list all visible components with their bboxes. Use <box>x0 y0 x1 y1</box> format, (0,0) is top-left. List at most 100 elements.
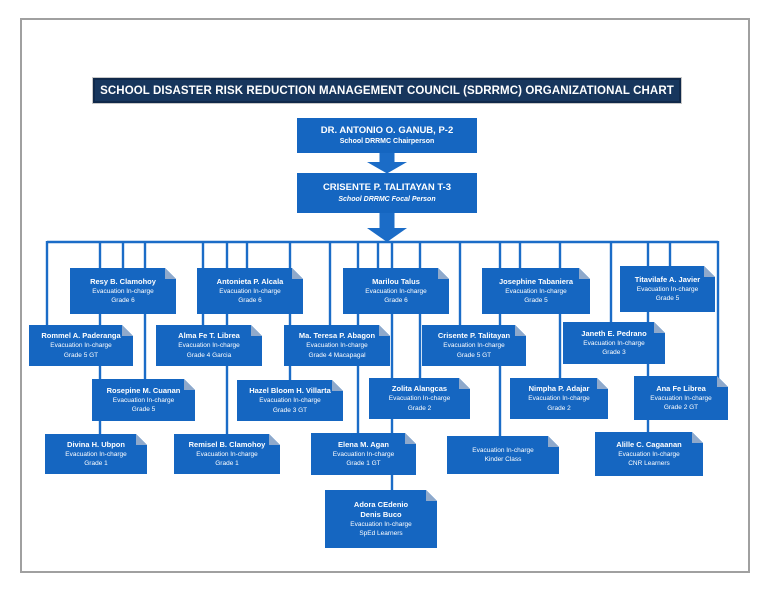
person-name: Nimpha P. Adajar <box>528 384 590 394</box>
down-arrow-icon <box>367 213 407 242</box>
role-label: Evacuation In-charge <box>259 397 321 405</box>
assignment-label: SpEd Learners <box>359 530 403 538</box>
folded-corner-icon <box>704 266 715 277</box>
person-name: Resy B. Clamohoy <box>90 276 156 286</box>
assignment-label: Grade 3 GT <box>272 406 308 414</box>
role-label: Evacuation In-charge <box>528 395 590 403</box>
assignment-label: Grade 5 <box>524 297 548 305</box>
person-name: Janeth E. Pedrano <box>581 328 647 338</box>
person-name: Zolita Alangcas <box>391 384 448 394</box>
assignment-label: Grade 6 <box>111 297 135 305</box>
role-label: Evacuation In-charge <box>618 450 680 458</box>
person-name: Hazel Bloom H. Villarta <box>249 386 331 396</box>
chart-title: SCHOOL DISASTER RISK REDUCTION MANAGEMEN… <box>92 77 682 104</box>
folded-corner-icon <box>184 379 195 390</box>
chairperson-name: DR. ANTONIO O. GANUB, P-2 <box>320 124 454 136</box>
folded-corner-icon <box>292 268 303 279</box>
role-label: Evacuation In-charge <box>650 394 712 402</box>
person-name: Rosepine M. Cuanan <box>106 385 181 395</box>
person-name: Adora CEdenio Denis Buco <box>353 499 409 519</box>
person-name: Josephine Tabaniera <box>498 276 574 286</box>
folded-corner-icon <box>548 436 559 447</box>
person-name: Alille C. Cagaanan <box>616 439 682 449</box>
assignment-label: Grade 2 <box>407 404 432 412</box>
folded-corner-icon <box>426 490 437 501</box>
role-label: Evacuation In-charge <box>365 287 427 295</box>
person-name: Antonieta P. Alcala <box>216 276 284 286</box>
role-label: Evacuation In-charge <box>219 287 281 295</box>
role-label: Evacuation In-charge <box>178 342 240 350</box>
chairperson-role: School DRRMC Chairperson <box>339 138 435 146</box>
assignment-label: Grade 5 GT <box>456 351 492 359</box>
person-name: Marilou Talus <box>372 276 420 286</box>
focal-person-box: CRISENTE P. TALITAYAN T-3 School DRRMC F… <box>297 173 477 213</box>
assignment-label: Grade 2 <box>547 404 571 412</box>
folded-corner-icon <box>597 378 608 389</box>
assignment-label: Grade 4 Macapagal <box>308 351 366 359</box>
folded-corner-icon <box>405 433 416 444</box>
focal-person-role: School DRRMC Focal Person <box>338 195 436 203</box>
person-name: Crisente P. Talitayan <box>437 331 511 341</box>
assignment-label: Grade 1 GT <box>346 460 381 468</box>
assignment-label: Grade 6 <box>238 297 262 305</box>
role-label: Evacuation In-charge <box>50 342 112 350</box>
folded-corner-icon <box>332 380 343 391</box>
person-name: Elena M. Agan <box>338 439 389 449</box>
role-label: Evacuation In-charge <box>443 342 505 350</box>
assignment-label: Grade 6 <box>384 297 408 305</box>
role-label: Evacuation In-charge <box>306 342 368 350</box>
role-label: Evacuation In-charge <box>583 339 645 347</box>
down-arrow-icon <box>367 153 407 174</box>
role-label: Evacuation In-charge <box>65 450 127 458</box>
folded-corner-icon <box>579 268 590 279</box>
role-label: Evacuation In-charge <box>350 521 412 529</box>
assignment-label: Grade 1 <box>215 460 239 468</box>
folded-corner-icon <box>251 325 262 336</box>
folded-corner-icon <box>515 325 526 336</box>
folded-corner-icon <box>379 325 390 336</box>
folded-corner-icon <box>654 322 665 333</box>
focal-person-name: CRISENTE P. TALITAYAN T-3 <box>322 182 452 194</box>
person-name: Rommel A. Paderanga <box>41 331 121 341</box>
chairperson-box: DR. ANTONIO O. GANUB, P-2 School DRRMC C… <box>297 118 477 153</box>
role-label: Evacuation In-charge <box>472 446 534 454</box>
role-label: Evacuation In-charge <box>332 450 395 458</box>
assignment-label: Grade 3 <box>602 349 626 357</box>
role-label: Evacuation In-charge <box>505 287 567 295</box>
role-label: Evacuation In-charge <box>196 450 258 458</box>
role-label: Evacuation In-charge <box>92 287 154 295</box>
folded-corner-icon <box>122 325 133 336</box>
assignment-label: Grade 2 GT <box>663 404 699 412</box>
assignment-label: Grade 4 Garcia <box>186 351 232 359</box>
assignment-label: Grade 5 <box>655 295 680 303</box>
person-name: Remisel B. Clamohoy <box>188 439 266 449</box>
person-name: Ma. Teresa P. Abagon <box>298 331 376 341</box>
assignment-label: CNR Learners <box>628 460 670 468</box>
person-name: Divina H. Ubpon <box>67 439 125 449</box>
assignment-label: Grade 5 <box>131 406 156 414</box>
role-label: Evacuation In-charge <box>112 396 175 404</box>
person-name: Ana Fe Librea <box>656 383 706 393</box>
folded-corner-icon <box>692 432 703 443</box>
person-name: Titavilafe A. Javier <box>634 274 701 284</box>
role-label: Evacuation In-charge <box>388 395 451 403</box>
